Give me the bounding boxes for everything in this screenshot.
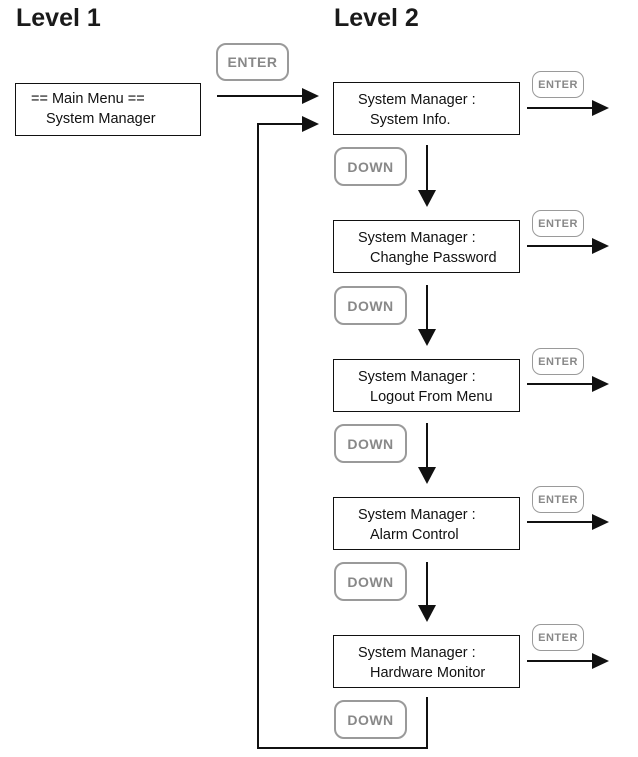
arrowhead-down-4	[418, 605, 436, 622]
arrowhead-enter-4	[592, 514, 609, 530]
enter-key-item-3: ENTER	[532, 348, 584, 375]
down-key-2: DOWN	[334, 286, 407, 325]
main-menu-title: == Main Menu ==	[31, 91, 145, 107]
level2-item-title: System Manager :	[358, 507, 476, 523]
level2-item-hardware-monitor: System Manager : Hardware Monitor	[333, 635, 520, 688]
arrowhead-loop	[302, 116, 319, 132]
down-key-5: DOWN	[334, 700, 407, 739]
level2-item-label: Logout From Menu	[370, 389, 493, 405]
loop-back-connector	[257, 123, 428, 749]
level2-item-title: System Manager :	[358, 230, 476, 246]
down-key-3: DOWN	[334, 424, 407, 463]
arrowhead-down-3	[418, 467, 436, 484]
main-menu-subtitle: System Manager	[46, 111, 156, 127]
arrowhead-down-2	[418, 329, 436, 346]
arrowhead-enter-3	[592, 376, 609, 392]
down-key-4: DOWN	[334, 562, 407, 601]
enter-key-main: ENTER	[216, 43, 289, 81]
enter-key-item-4: ENTER	[532, 486, 584, 513]
level2-item-title: System Manager :	[358, 369, 476, 385]
arrowhead-enter-2	[592, 238, 609, 254]
level2-item-label: System Info.	[370, 112, 451, 128]
level2-item-label: Changhe Password	[370, 250, 497, 266]
enter-key-item-1: ENTER	[532, 71, 584, 98]
arrowhead-enter-5	[592, 653, 609, 669]
down-key-1: DOWN	[334, 147, 407, 186]
enter-key-item-5: ENTER	[532, 624, 584, 651]
level2-item-system-info: System Manager : System Info.	[333, 82, 520, 135]
level2-item-title: System Manager :	[358, 645, 476, 661]
level2-item-label: Hardware Monitor	[370, 665, 486, 681]
arrowhead-enter-1	[592, 100, 609, 116]
arrowhead-down-1	[418, 190, 436, 207]
level2-item-label: Alarm Control	[370, 527, 459, 543]
level-2-heading: Level 2	[334, 4, 419, 32]
level2-item-change-password: System Manager : Changhe Password	[333, 220, 520, 273]
arrowhead-main	[302, 88, 319, 104]
enter-key-item-2: ENTER	[532, 210, 584, 237]
main-menu-box: == Main Menu == System Manager	[15, 83, 201, 136]
level2-item-title: System Manager :	[358, 92, 476, 108]
level-1-heading: Level 1	[16, 4, 101, 32]
level2-item-alarm-control: System Manager : Alarm Control	[333, 497, 520, 550]
level2-item-logout: System Manager : Logout From Menu	[333, 359, 520, 412]
